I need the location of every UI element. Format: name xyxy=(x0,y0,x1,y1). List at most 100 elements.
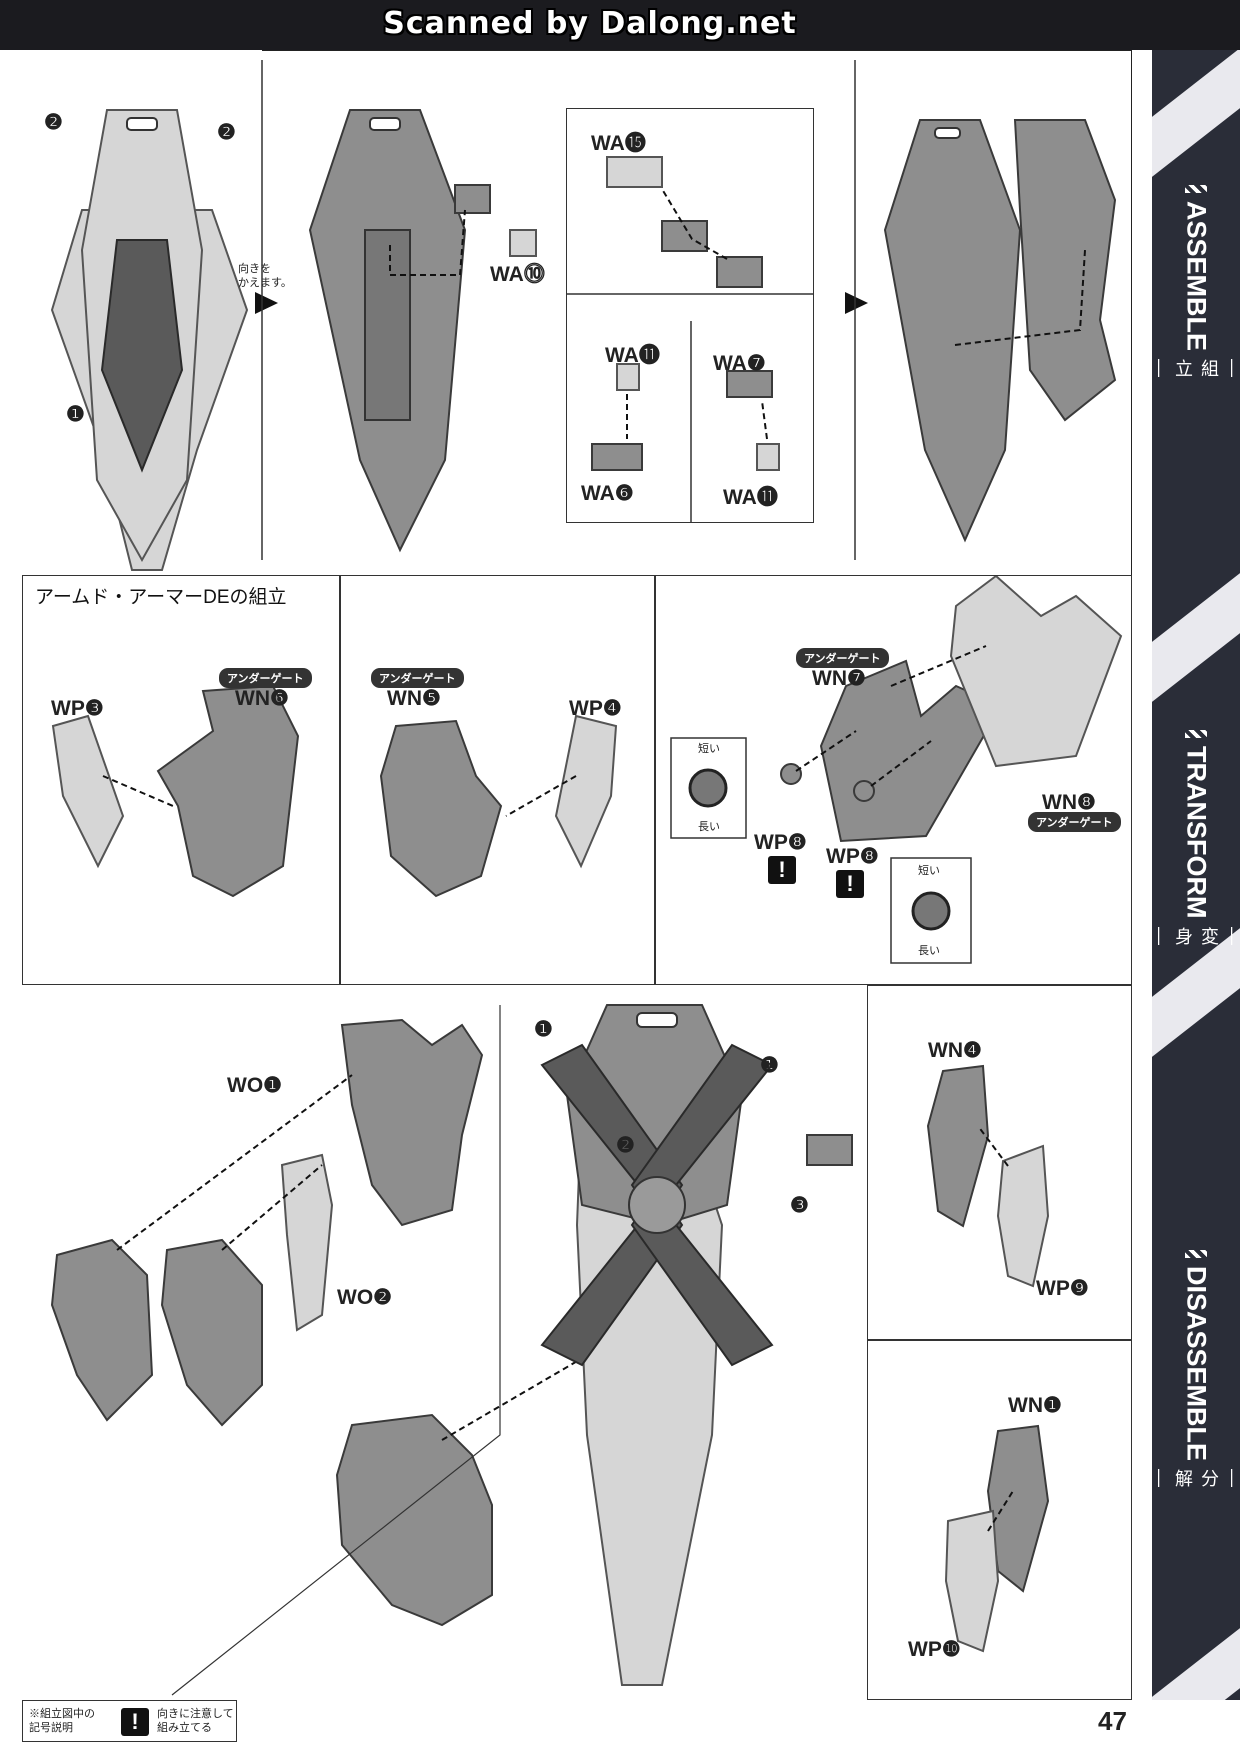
armor-left-part xyxy=(50,1238,154,1422)
caution-desc-2: 組み立てる xyxy=(157,1722,212,1734)
label-wp8: WP❽ xyxy=(754,831,807,854)
assemble-label-jp: — 組立 — xyxy=(1150,359,1240,378)
step3-panel-wn4: WN❹ WP❾ xyxy=(867,985,1132,1340)
wo2-part xyxy=(280,1153,334,1332)
attach-line xyxy=(661,188,728,260)
sidebar-stripe xyxy=(1152,516,1240,734)
wing-blade xyxy=(630,1043,774,1217)
under-gate-tag: アンダーゲート xyxy=(796,648,889,668)
wa10-peg xyxy=(509,229,537,257)
shield-core xyxy=(100,239,184,473)
wp9-part xyxy=(996,1144,1050,1288)
label-wn6: WN❻ xyxy=(235,687,289,710)
connector-part xyxy=(806,1134,853,1166)
wn1-illustration xyxy=(944,1424,1050,1653)
shield-rear-illustration xyxy=(308,109,537,553)
label-wo1: WO❶ xyxy=(227,1074,282,1097)
marker-1-right: ❶ xyxy=(760,1054,779,1077)
disassemble-label-jp: — 分解 — xyxy=(1150,1469,1240,1488)
transform-label-jp: — 変身 — xyxy=(1150,926,1240,945)
shield-illustration xyxy=(50,109,249,571)
step2-panel-b: アンダーゲート WN❺ WP❹ xyxy=(340,575,655,985)
wn8-part xyxy=(949,576,1123,768)
armor-lower-part xyxy=(335,1413,493,1627)
wp3-part xyxy=(51,714,125,869)
turn-note: 向きを かえます。 xyxy=(238,263,292,289)
top-bar xyxy=(0,0,1240,50)
shield-top xyxy=(565,1004,744,1227)
pin-detail xyxy=(911,891,951,931)
hinge-disc xyxy=(628,1176,686,1234)
label-wn8: WN❽ xyxy=(1042,791,1096,814)
wa15-part xyxy=(606,156,663,188)
label-wa11: WA⓫ xyxy=(605,344,660,367)
wa11-part xyxy=(616,363,640,391)
step3-panel-wn1: WN❶ WP❿ xyxy=(867,1340,1132,1700)
wn6-part xyxy=(156,684,300,898)
caution-icon: ! xyxy=(836,870,864,898)
label-wa15: WA⓯ xyxy=(591,132,646,155)
wa-subassembly-illustration xyxy=(567,156,813,522)
wa-subassembly-box: WA⓯ WA⓫ WA❻ WA❼ WA⓫ xyxy=(566,108,814,523)
wp10-part xyxy=(944,1509,1000,1653)
label-wn7: WN❼ xyxy=(812,667,866,690)
attach-line xyxy=(761,400,768,440)
legend-label-2: 記号説明 xyxy=(29,1722,73,1734)
hatch-icon xyxy=(1185,1250,1207,1259)
sidebar-stripe xyxy=(1152,1571,1240,1700)
hatch-icon xyxy=(1185,185,1207,194)
pin-detail xyxy=(688,768,728,808)
long-label: 長い xyxy=(918,945,940,957)
attach-line xyxy=(890,645,987,687)
wn4-illustration xyxy=(926,1064,1050,1288)
attach-line xyxy=(977,1125,1009,1167)
wn1-part xyxy=(986,1424,1050,1593)
label-wp10: WP❿ xyxy=(908,1638,961,1661)
step1-panel-a: ❷ ❷ ❶ xyxy=(22,50,262,575)
step3-panel-main: WO❶ WO❷ ❶ ❶ ❷ ❸ xyxy=(22,985,867,1700)
short-label: 短い xyxy=(698,743,720,755)
arm-unit xyxy=(1013,119,1117,422)
long-label: 長い xyxy=(698,821,720,833)
wn4-part xyxy=(926,1064,990,1228)
marker-2: ❷ xyxy=(616,1134,635,1157)
label-wp8b: WP❽ xyxy=(826,845,879,868)
wa6-part xyxy=(591,443,643,471)
caution-icon: ! xyxy=(121,1708,149,1736)
attach-line xyxy=(221,1164,323,1251)
step1-panel-b xyxy=(290,80,560,560)
label-wa10: WA⓾ xyxy=(490,263,545,286)
label-wa6: WA❻ xyxy=(581,482,634,505)
armor-de-illustration xyxy=(50,1004,853,1696)
disassemble-label: DISASSEMBLE xyxy=(1181,1266,1212,1462)
label-wp4: WP❹ xyxy=(569,697,622,720)
attach-line xyxy=(116,1074,353,1251)
attach-line xyxy=(954,249,1086,346)
shield-handle xyxy=(369,117,401,131)
wo1-part xyxy=(340,1018,484,1227)
step1-panel-c xyxy=(870,80,1130,560)
attach-line xyxy=(870,740,932,787)
marker-3: ❸ xyxy=(790,1194,809,1217)
under-gate-tag: アンダーゲート xyxy=(1028,812,1121,832)
label-wn4: WN❹ xyxy=(928,1039,982,1062)
caution-desc: 向きに注意して xyxy=(157,1708,234,1720)
wn6-illustration xyxy=(51,684,300,898)
step-divider xyxy=(171,1005,501,1696)
marker-1-left: ❶ xyxy=(534,1018,553,1041)
wn5-illustration xyxy=(379,714,618,898)
step2-title: アームド・アーマーDEの組立 xyxy=(35,587,287,608)
marker-2-left: ❷ xyxy=(44,111,63,134)
wa10-block xyxy=(454,184,491,214)
shield-handle xyxy=(126,117,158,131)
armor-left-part-2 xyxy=(160,1238,263,1427)
step2-panel-c: アンダーゲート WN❼ WN❽ アンダーゲート 短い 長い WP❽ ! WP❽ … xyxy=(655,575,1132,985)
label-wn1: WN❶ xyxy=(1008,1394,1062,1417)
under-gate-tag: アンダーゲート xyxy=(219,668,312,688)
wp8-part xyxy=(853,780,875,802)
legend-label: ※組立図中の xyxy=(29,1708,95,1720)
under-gate-tag: アンダーゲート xyxy=(371,668,464,688)
scan-credit: Scanned by Dalong.net xyxy=(383,6,797,41)
symbol-legend: ※組立図中の 記号説明 ! 向きに注意して 組み立てる xyxy=(22,1700,237,1742)
label-wa11b: WA⓫ xyxy=(723,486,778,509)
